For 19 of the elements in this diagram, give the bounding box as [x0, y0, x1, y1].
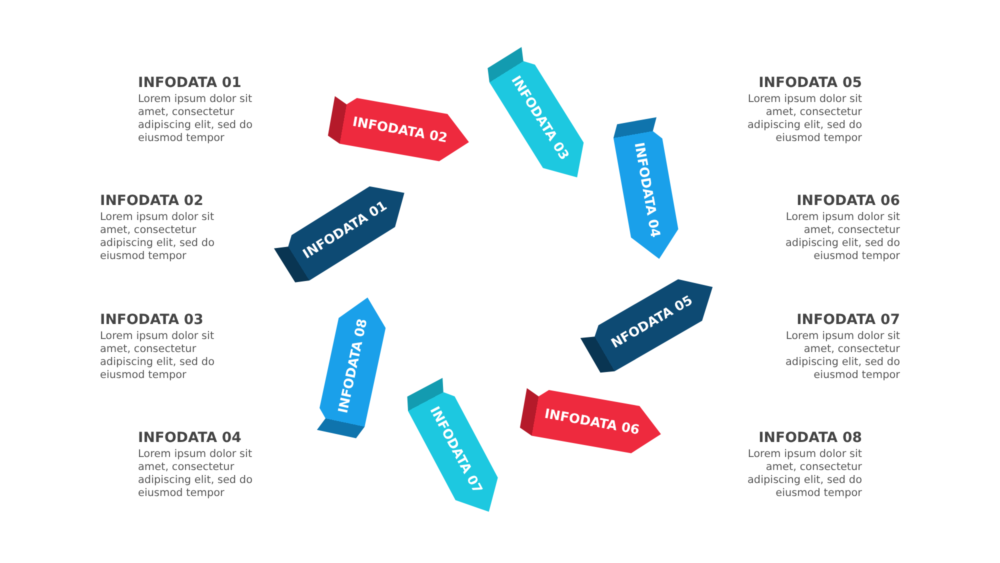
ribbon-label: INFODATA 04	[631, 141, 663, 239]
description-text: Lorem ipsum dolor sit amet, consectetur adipiscing elit, sed do eiusmod tempor	[784, 211, 900, 263]
description-text: Lorem ipsum dolor sit amet, consectetur adipiscing elit, sed do eiusmod tempor	[784, 330, 900, 382]
ribbon-label: INFODATA 02	[351, 114, 449, 146]
description-text: Lorem ipsum dolor sit amet, consectetur adipiscing elit, sed do eiusmod tempor	[138, 93, 254, 145]
section-heading: INFODATA 04	[138, 430, 242, 446]
section-heading: INFODATA 03	[100, 312, 204, 328]
section-heading: INFODATA 02	[100, 193, 204, 209]
description-text: Lorem ipsum dolor sit amet, consectetur adipiscing elit, sed do eiusmod tempor	[100, 211, 216, 263]
section-heading: INFODATA 07	[796, 312, 900, 328]
description-text: Lorem ipsum dolor sit amet, consectetur adipiscing elit, sed do eiusmod tempor	[100, 330, 216, 382]
section-heading: INFODATA 06	[796, 193, 900, 209]
section-heading: INFODATA 08	[758, 430, 862, 446]
description-text: Lorem ipsum dolor sit amet, consectetur adipiscing elit, sed do eiusmod tempor	[746, 93, 862, 145]
description-text: Lorem ipsum dolor sit amet, consectetur adipiscing elit, sed do eiusmod tempor	[138, 448, 254, 500]
section-heading: INFODATA 05	[758, 75, 862, 91]
section-heading: INFODATA 01	[138, 75, 242, 91]
ribbon-label: INFODATA 06	[543, 406, 641, 438]
description-text: Lorem ipsum dolor sit amet, consectetur adipiscing elit, sed do eiusmod tempor	[746, 448, 862, 500]
